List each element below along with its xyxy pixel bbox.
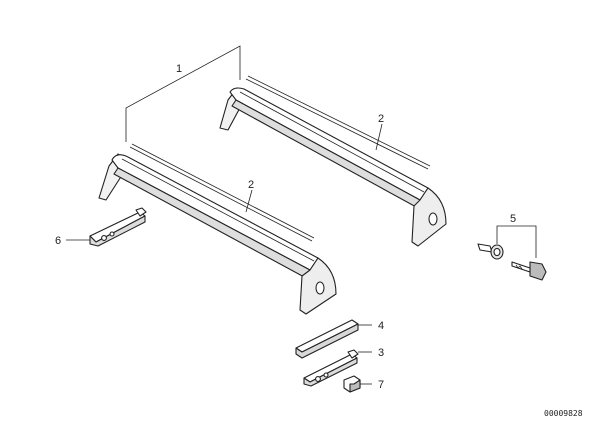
rubber-strip-rear[interactable] (245, 75, 431, 170)
roof-bar-front[interactable] (98, 153, 337, 315)
callout-7: 7 (378, 379, 384, 391)
callout-2b: 2 (248, 179, 254, 191)
callout-6: 6 (55, 235, 61, 247)
cover-plate-part-4[interactable] (295, 319, 359, 359)
callout-2a-leader (375, 123, 383, 151)
key-part-5[interactable] (511, 261, 547, 281)
callout-5: 5 (510, 213, 516, 225)
lock-cylinder-part-5[interactable] (477, 243, 504, 260)
mounting-clip-part-6[interactable] (89, 207, 147, 247)
callout-1: 1 (176, 63, 182, 75)
roof-bar-rear[interactable] (219, 87, 447, 247)
cap-part-7[interactable] (343, 375, 361, 393)
clip-part-3[interactable] (303, 349, 359, 387)
callout-2b-leader (245, 189, 253, 213)
document-number: 00009828 (544, 409, 583, 418)
callout-4: 4 (378, 320, 384, 332)
callout-1-leader (125, 45, 241, 142)
callout-5-leader (496, 225, 537, 258)
callout-3: 3 (378, 347, 384, 359)
rubber-strip-front[interactable] (129, 143, 315, 242)
callout-2a: 2 (378, 113, 384, 125)
